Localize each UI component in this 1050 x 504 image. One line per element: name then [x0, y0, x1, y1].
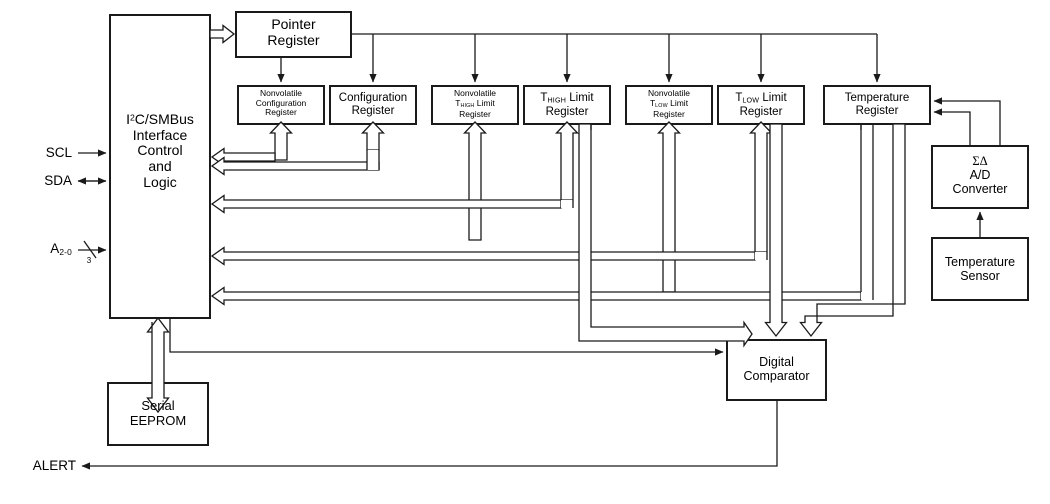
- arrow-nvtlow-up: [656, 121, 682, 293]
- arrow-temperature-to-interface: [210, 286, 862, 306]
- thigh-line1-post: Limit: [566, 92, 594, 104]
- box-config-register: [329, 85, 417, 125]
- pin-label-alert: ALERT: [32, 458, 76, 473]
- pin-label-scl: SCL: [45, 145, 72, 160]
- arrow-interface-to-pointer: [209, 24, 236, 44]
- box-pointer-register: [235, 11, 352, 58]
- arrow-nvconfig-up: [268, 121, 294, 161]
- serial-eeprom-line2: EEPROM: [129, 412, 187, 428]
- address-bus-slash: [83, 240, 97, 259]
- adc-to-temperature-b: [933, 108, 971, 146]
- box-adc: [931, 145, 1029, 209]
- comparator-to-alert: [81, 400, 778, 470]
- interface-line5: Logic: [143, 173, 177, 190]
- serial-eeprom-line1: Serial: [141, 398, 175, 413]
- nv-config-register-label: Nonvolatile Configuration Register: [238, 88, 324, 118]
- thigh-line1-pre: T: [540, 92, 548, 104]
- nv-tlow-line3: Register: [653, 108, 685, 119]
- pin-label-address: A2-0: [16, 241, 72, 257]
- tlow-line1-pre: T: [735, 92, 743, 104]
- nv-thigh-line2-post: Limit: [474, 97, 495, 108]
- thigh-register-label: THIGH Limit Register: [524, 92, 610, 118]
- temperature-register-line1: Temperature: [844, 92, 910, 104]
- pin-label-sda: SDA: [44, 173, 72, 188]
- box-tlow-register: [717, 85, 805, 125]
- arrow-thigh-to-interface: [210, 194, 562, 214]
- config-register-label: Configuration Register: [330, 92, 416, 118]
- bus-temperature-to-comparator: [764, 123, 788, 338]
- nv-tlow-line2-sub: LOW: [655, 102, 668, 109]
- tlow-line1-sub: LOW: [742, 96, 760, 105]
- pointer-register-line2: Register: [267, 31, 320, 48]
- box-temperature-register: [823, 85, 931, 125]
- arrow-temperature-riser-fill: [861, 292, 873, 300]
- arrow-temperature-riser-v: [860, 124, 874, 292]
- nv-thigh-line2-pre: T: [455, 97, 461, 108]
- nv-thigh-line3: Register: [459, 108, 491, 119]
- address-pre: A: [50, 241, 60, 256]
- nv-config-line2: Configuration: [255, 97, 307, 108]
- adc-label: ΣΔ A/D Converter: [932, 154, 1028, 196]
- arrow-tlow-to-interface: [210, 246, 756, 266]
- arrow-thigh-up: [554, 121, 580, 201]
- digital-comparator-label: Digital Comparator: [727, 355, 826, 383]
- arrow-config-riser-edge: [366, 150, 380, 170]
- interface-line3: Control: [137, 142, 183, 159]
- pointer-register-line1: Pointer: [271, 16, 316, 32]
- box-interface: [109, 14, 211, 319]
- nv-config-line1: Nonvolatile: [259, 88, 303, 98]
- arrow-tlow-up: [748, 121, 774, 253]
- nv-thigh-line2-sub: HIGH: [460, 102, 475, 109]
- interface-line1: I: [126, 111, 130, 127]
- adc-line3: Converter: [952, 182, 1008, 196]
- nv-thigh-line1: Nonvolatile: [453, 88, 497, 98]
- config-line2: Register: [351, 104, 395, 117]
- config-line1: Configuration: [338, 92, 408, 104]
- arrow-config-riser: [367, 150, 379, 170]
- nv-tlow-line2-pre: T: [649, 97, 656, 108]
- arrow-nvthigh-up: [462, 121, 488, 241]
- serial-eeprom-label: Serial EEPROM: [108, 398, 208, 428]
- interface-line2: Interface: [132, 126, 188, 143]
- nv-tlow-register-label: Nonvolatile TLOW Limit Register: [626, 88, 712, 119]
- thigh-line2: Register: [545, 105, 589, 118]
- interface-block-label: I2C/SMBus Interface Control and Logic: [110, 111, 210, 190]
- box-thigh-register: [523, 85, 611, 125]
- tlow-line2: Register: [739, 105, 783, 118]
- temperature-sensor-line1: Temperature: [944, 255, 1016, 269]
- nv-config-line3: Register: [265, 107, 297, 118]
- pointer-register-label: Pointer Register: [236, 16, 351, 48]
- tlow-register-label: TLOW Limit Register: [718, 92, 804, 118]
- digital-comparator-line2: Comparator: [743, 369, 810, 383]
- adc-to-temperature-a: [933, 97, 1001, 146]
- temperature-sensor-label: Temperature Sensor: [932, 255, 1028, 283]
- interface-to-comparator: [169, 318, 724, 356]
- thigh-line1-sub: HIGH: [547, 96, 567, 105]
- nv-tlow-line1: Nonvolatile: [647, 88, 691, 98]
- interface-line1b: C/SMBus: [134, 111, 194, 127]
- address-sub: 2-0: [59, 246, 72, 257]
- temperature-register-line2: Register: [855, 104, 899, 117]
- digital-comparator-line1: Digital: [759, 355, 794, 369]
- bus-thigh-to-comparator: [578, 123, 753, 348]
- arrow-config-return: [210, 156, 380, 176]
- box-temperature-sensor: [931, 237, 1029, 301]
- interface-line4: and: [148, 158, 172, 175]
- arrow-config-up: [360, 121, 386, 151]
- bus-tlow-to-comparator: [799, 123, 906, 338]
- interface-sup: 2: [129, 112, 135, 123]
- adc-line1: ΣΔ: [972, 154, 988, 168]
- tlow-line1-post: Limit: [759, 92, 787, 104]
- temperature-sensor-line2: Sensor: [960, 269, 1000, 283]
- arrow-interface-eeprom: [146, 316, 170, 414]
- address-bus-width-label: 3: [86, 256, 92, 265]
- adc-line2: A/D: [969, 168, 991, 182]
- arrow-thigh-riser-fill: [561, 200, 573, 208]
- arrow-tlow-riser-fill: [755, 252, 767, 260]
- nv-thigh-register-label: Nonvolatile THIGH Limit Register: [432, 88, 518, 119]
- nv-tlow-line2-post: Limit: [667, 97, 689, 108]
- temperature-register-label: Temperature Register: [824, 92, 930, 118]
